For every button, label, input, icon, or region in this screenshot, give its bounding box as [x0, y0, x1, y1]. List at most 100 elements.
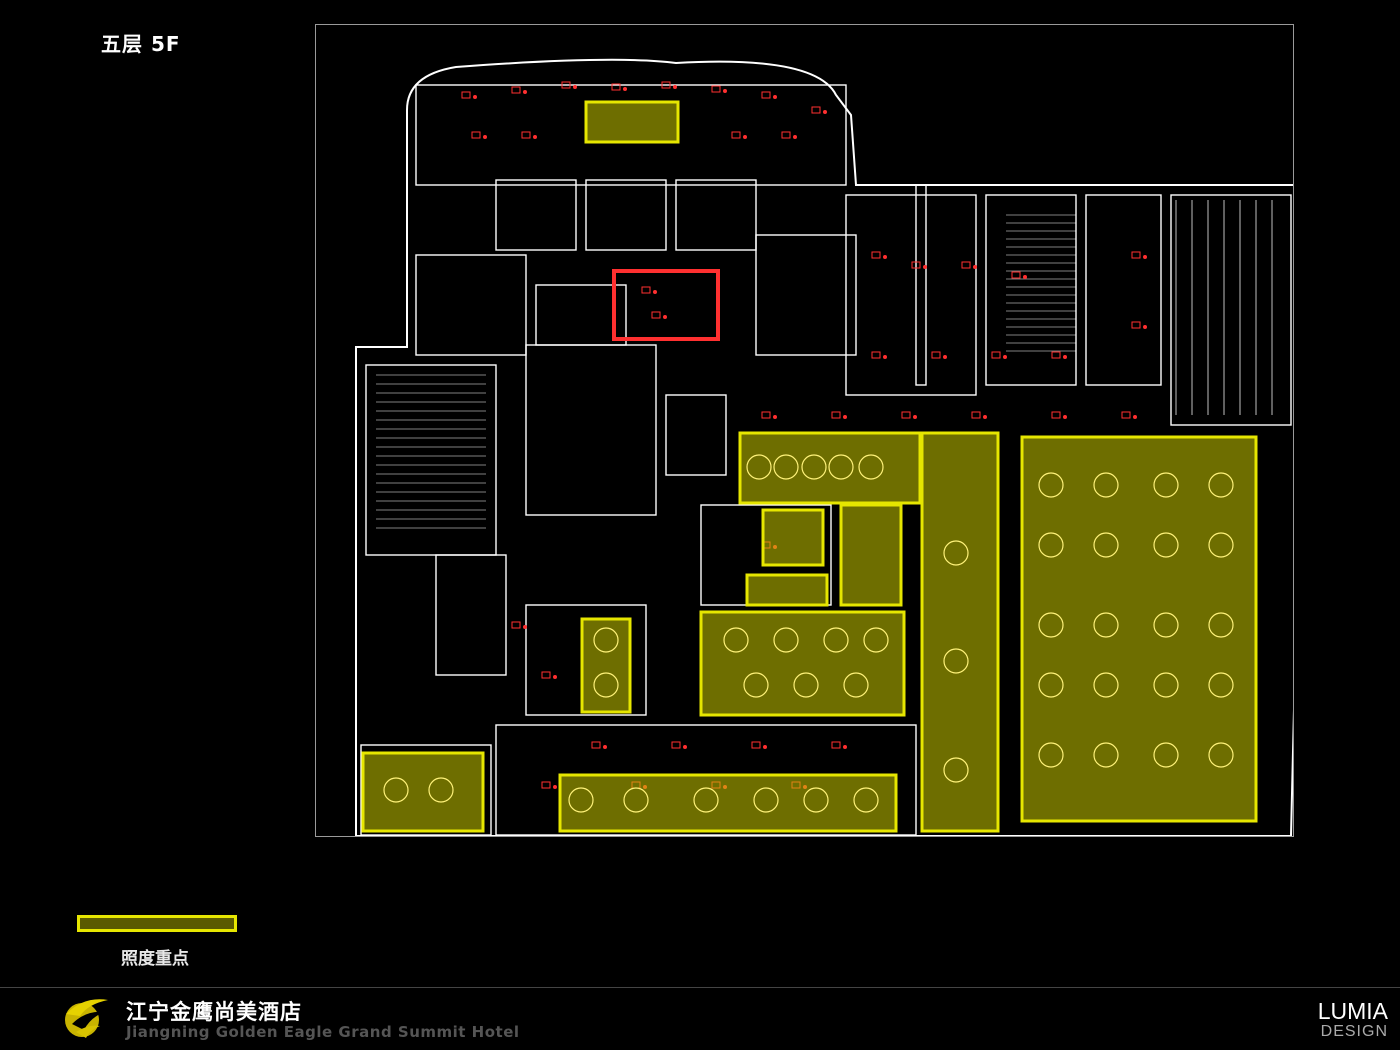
furniture-dot	[913, 415, 917, 419]
furniture-mark	[511, 86, 521, 94]
furniture-mark	[991, 351, 1001, 359]
furniture-dot	[553, 785, 557, 789]
furniture-mark	[471, 131, 481, 139]
furniture-dot	[1143, 325, 1147, 329]
furniture-mark	[561, 81, 571, 89]
furniture-dot	[843, 415, 847, 419]
furniture-dot	[533, 135, 537, 139]
furniture-mark	[541, 671, 551, 679]
furniture-mark	[611, 83, 621, 91]
furniture-mark	[761, 411, 771, 419]
furniture-dot	[473, 95, 477, 99]
plan-room	[665, 394, 727, 476]
furniture-mark	[1051, 351, 1061, 359]
furniture-dot	[723, 89, 727, 93]
furniture-mark	[731, 131, 741, 139]
furniture-dot	[573, 85, 577, 89]
furniture-dot	[983, 415, 987, 419]
round-table-icon	[943, 540, 969, 566]
illuminance-focus-zone	[558, 773, 898, 833]
plan-room	[415, 254, 527, 356]
furniture-mark	[871, 251, 881, 259]
furniture-dot	[743, 135, 747, 139]
plan-room	[495, 724, 917, 836]
floor-title: 五层 5F	[101, 32, 181, 56]
furniture-dot	[1143, 255, 1147, 259]
round-table-icon	[1038, 742, 1064, 768]
round-table-icon	[1038, 672, 1064, 698]
plan-room	[585, 179, 667, 251]
furniture-dot	[923, 265, 927, 269]
furniture-dot	[623, 87, 627, 91]
furniture-dot	[943, 355, 947, 359]
plan-room	[415, 84, 847, 186]
round-table-icon	[828, 454, 854, 480]
furniture-dot	[553, 675, 557, 679]
legend-label: 照度重点	[121, 949, 189, 969]
furniture-mark	[521, 131, 531, 139]
floor-plan-frame	[315, 24, 1294, 837]
furniture-dot	[1003, 355, 1007, 359]
illuminance-focus-zone	[699, 610, 906, 717]
furniture-dot	[1063, 355, 1067, 359]
round-table-icon	[593, 627, 619, 653]
round-table-icon	[1038, 532, 1064, 558]
furniture-mark	[641, 286, 651, 294]
illuminance-focus-zone	[1020, 435, 1258, 823]
round-table-icon	[568, 787, 594, 813]
furniture-dot	[663, 315, 667, 319]
round-table-icon	[773, 627, 799, 653]
plan-room	[525, 604, 647, 716]
golden-eagle-logo-icon	[65, 999, 108, 1038]
furniture-mark	[831, 411, 841, 419]
floor-plan-drawing	[355, 58, 1293, 836]
plan-room	[845, 194, 977, 396]
round-table-icon	[853, 787, 879, 813]
furniture-dot	[673, 85, 677, 89]
round-table-icon	[383, 777, 409, 803]
plan-room	[365, 364, 497, 556]
furniture-mark	[781, 131, 791, 139]
round-table-icon	[753, 787, 779, 813]
furniture-mark	[931, 351, 941, 359]
round-table-icon	[843, 672, 869, 698]
round-table-icon	[1208, 532, 1234, 558]
furniture-dot	[823, 110, 827, 114]
furniture-dot	[1023, 275, 1027, 279]
furniture-dot	[523, 625, 527, 629]
furniture-dot	[523, 90, 527, 94]
round-table-icon	[801, 454, 827, 480]
furniture-mark	[461, 91, 471, 99]
illuminance-focus-zone	[738, 431, 922, 505]
building-outline	[355, 58, 1293, 836]
furniture-mark	[831, 741, 841, 749]
legend-swatch	[77, 915, 237, 932]
illuminance-focus-zone	[584, 100, 680, 144]
round-table-icon	[593, 672, 619, 698]
furniture-mark	[811, 106, 821, 114]
round-table-icon	[1208, 672, 1234, 698]
furniture-mark	[911, 261, 921, 269]
round-table-icon	[1208, 742, 1234, 768]
plan-room	[435, 554, 507, 676]
round-table-icon	[1093, 532, 1119, 558]
brand-name: LUMIA	[1317, 998, 1388, 1024]
plan-furniture-marks	[461, 81, 1147, 789]
round-table-icon	[773, 454, 799, 480]
plan-room	[675, 179, 757, 251]
furniture-mark	[1131, 251, 1141, 259]
round-table-icon	[823, 627, 849, 653]
furniture-dot	[483, 135, 487, 139]
furniture-mark	[661, 81, 671, 89]
round-table-icon	[723, 627, 749, 653]
hotel-name-cn: 江宁金鹰尚美酒店	[126, 1000, 302, 1024]
illuminance-focus-zone	[580, 617, 632, 714]
round-table-icon	[1093, 672, 1119, 698]
round-table-icon	[943, 648, 969, 674]
round-table-icon	[1153, 742, 1179, 768]
plan-room	[495, 179, 577, 251]
round-table-icon	[746, 454, 772, 480]
furniture-dot	[1063, 415, 1067, 419]
plan-room	[1085, 194, 1162, 386]
furniture-mark	[1121, 411, 1131, 419]
